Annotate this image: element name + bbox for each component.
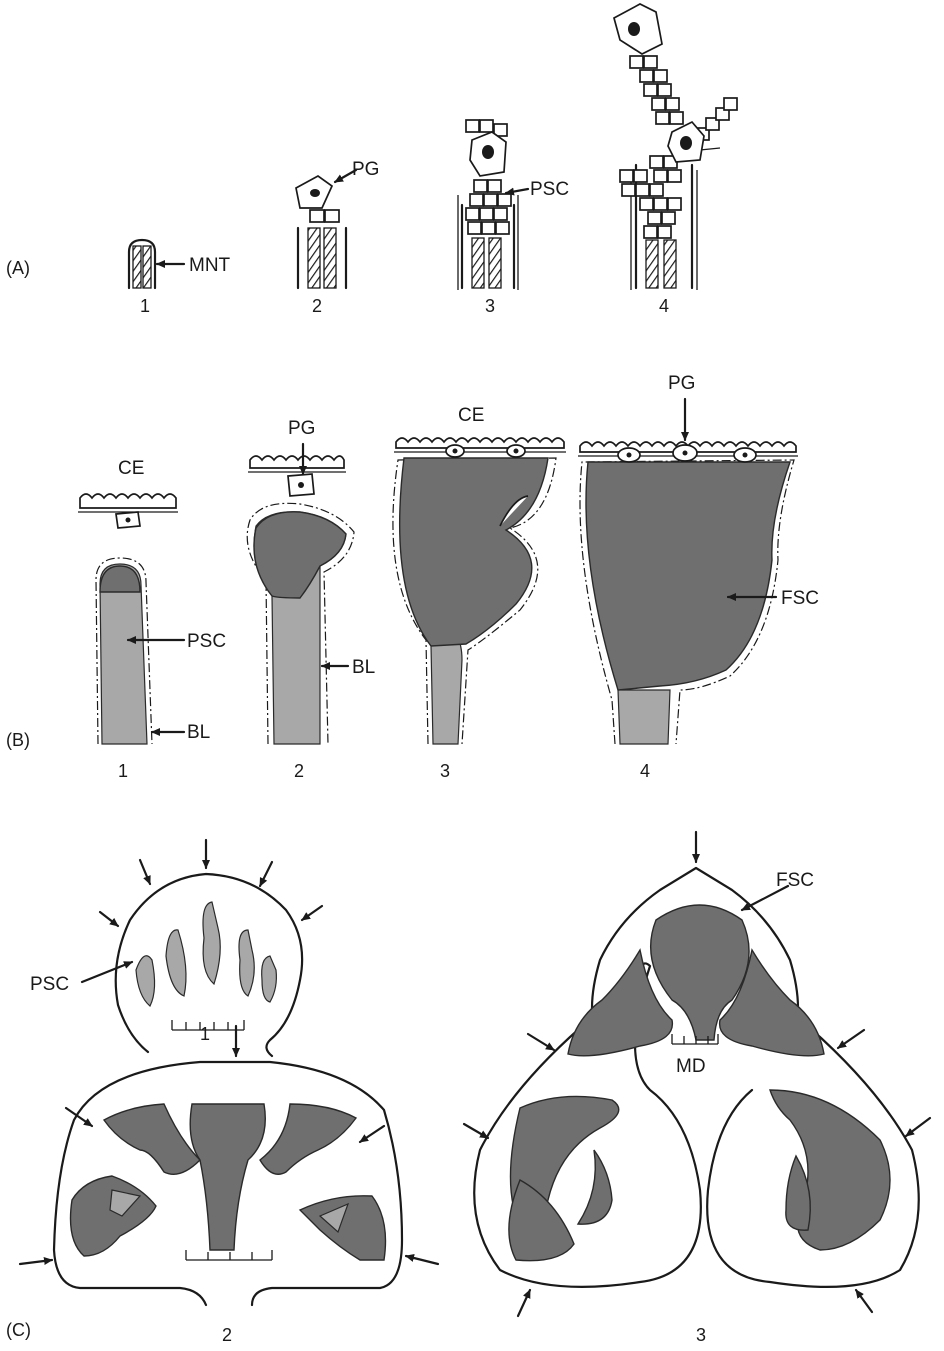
panel-c: (C) PSC <box>6 832 930 1345</box>
panel-a-stage-4-drawing <box>614 4 737 290</box>
panel-c-stage-3-drawing: MD FSC <box>464 832 930 1316</box>
label-psc-a: PSC <box>530 179 569 200</box>
panel-a-stage-3: 3 <box>485 296 495 316</box>
label-md: MD <box>676 1056 706 1077</box>
panel-b-stage-2-drawing: PG BL <box>247 418 375 744</box>
panel-b: (B) CE PSC BL PG <box>6 373 819 781</box>
panel-b-stage-1-drawing: CE PSC BL <box>78 458 226 744</box>
panel-b-stage-3-drawing: CE <box>393 405 566 744</box>
panel-c-stage-1-drawing: PSC <box>30 840 322 1056</box>
label-pg-a: PG <box>352 159 379 180</box>
panel-a-stage-4: 4 <box>659 296 669 316</box>
panel-c-stage-1: 1 <box>200 1024 210 1044</box>
label-pg-b4: PG <box>668 373 695 394</box>
panel-a-stage-2: 2 <box>312 296 322 316</box>
label-ce-b1: CE <box>118 458 144 479</box>
panel-b-letter: (B) <box>6 730 30 750</box>
panel-b-stage-2: 2 <box>294 761 304 781</box>
panel-c-stage-2: 2 <box>222 1325 232 1345</box>
panel-b-stage-4-drawing: PG FSC <box>578 373 819 744</box>
label-fsc-c: FSC <box>776 870 814 891</box>
panel-a-stage-1: 1 <box>140 296 150 316</box>
panel-a: (A) MNT PG <box>6 4 737 316</box>
panel-a-stage-2-drawing: PG <box>296 159 379 288</box>
panel-c-letter: (C) <box>6 1320 31 1340</box>
label-pg-b2: PG <box>288 418 315 439</box>
label-ce-b3: CE <box>458 405 484 426</box>
panel-c-stage-2-drawing <box>20 1026 438 1305</box>
panel-a-stage-1-drawing: MNT <box>129 240 231 288</box>
panel-b-stage-4: 4 <box>640 761 650 781</box>
panel-c-stage-3: 3 <box>696 1325 706 1345</box>
label-fsc-b: FSC <box>781 588 819 609</box>
label-psc-c: PSC <box>30 974 69 995</box>
label-bl-b1: BL <box>187 722 210 743</box>
panel-b-stage-3: 3 <box>440 761 450 781</box>
panel-a-letter: (A) <box>6 258 30 278</box>
panel-b-stage-1: 1 <box>118 761 128 781</box>
label-mnt: MNT <box>189 255 231 276</box>
label-bl-b2: BL <box>352 657 375 678</box>
panel-a-stage-3-drawing: PSC <box>458 120 569 290</box>
label-psc-b: PSC <box>187 631 226 652</box>
